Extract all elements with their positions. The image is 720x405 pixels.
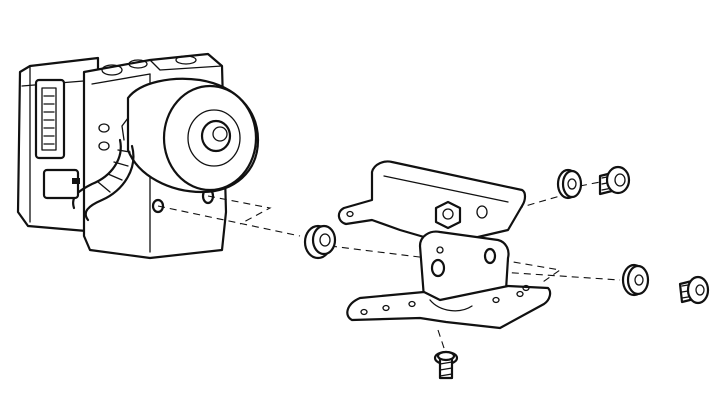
mounting-bracket (337, 160, 552, 330)
pump-motor (121, 77, 260, 194)
bolt (678, 275, 710, 305)
flange-nut (434, 200, 462, 230)
mounting-hole (483, 247, 497, 265)
electric-connector (34, 78, 66, 160)
wiring-harness (42, 138, 135, 222)
abs-modulator-unit (16, 52, 260, 260)
washer (621, 263, 650, 297)
washer (556, 168, 583, 200)
mounting-hole (430, 258, 446, 278)
rubber-grommet (303, 224, 337, 260)
bolt (433, 350, 459, 380)
bolt (598, 165, 631, 196)
